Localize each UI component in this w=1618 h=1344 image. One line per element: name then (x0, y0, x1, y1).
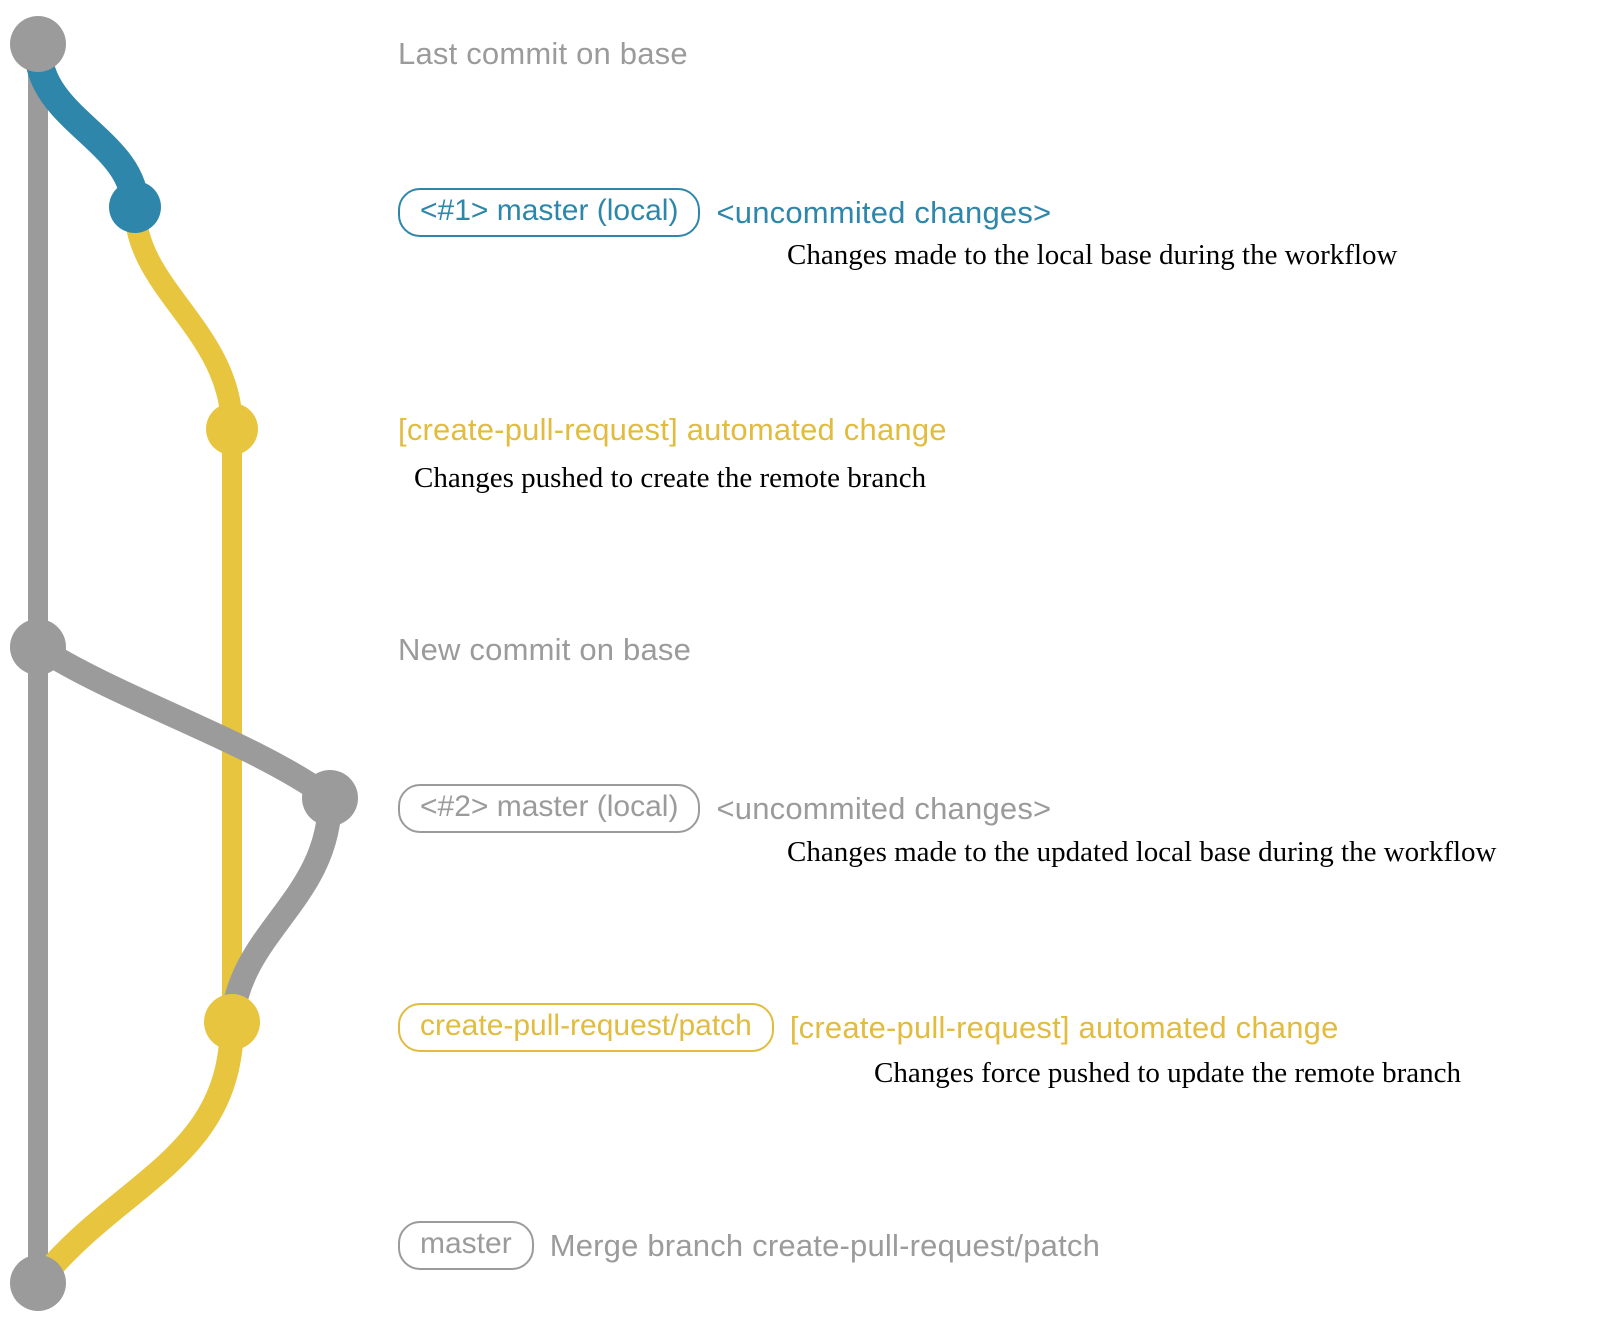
commit-node-merge-master[interactable] (10, 1255, 66, 1311)
commit-node-new-base[interactable] (10, 619, 66, 675)
commit-description-master-local-1: Changes made to the local base during th… (787, 239, 1398, 271)
commit-subject-last-commit-on-base: Last commit on base (398, 36, 688, 71)
commit-node-last-base[interactable] (10, 16, 66, 72)
commit-node-automated-1[interactable] (206, 403, 258, 455)
gray-branch-line-to-patch (220, 786, 342, 1034)
row-master-local-1: <#1> master (local) <uncommited changes> (398, 188, 1051, 237)
commit-subject-master-local-2: <uncommited changes> (716, 790, 1052, 826)
row-automated-change-1: [create-pull-request] automated change (398, 412, 947, 448)
branch-badge-create-pull-request-patch[interactable]: create-pull-request/patch (398, 1003, 774, 1052)
commit-node-local-2[interactable] (302, 770, 358, 826)
commit-subject-new-commit-on-base: New commit on base (398, 632, 692, 667)
branch-badge-master-local-1[interactable]: <#1> master (local) (398, 188, 701, 237)
row-automated-change-2: create-pull-request/patch [create-pull-r… (398, 1003, 1339, 1052)
commit-subject-merge-commit: Merge branch create-pull-request/patch (549, 1227, 1101, 1263)
yellow-branch-line-1 (124, 196, 243, 440)
row-last-commit-on-base: Last commit on base (398, 36, 688, 72)
commit-subject-automated-change-1: [create-pull-request] automated change (398, 412, 947, 447)
yellow-merge-line (26, 1010, 244, 1295)
row-merge-commit: master Merge branch create-pull-request/… (398, 1221, 1100, 1270)
row-master-local-2: <#2> master (local) <uncommited changes> (398, 784, 1051, 833)
commit-description-automated-change-1: Changes pushed to create the remote bran… (414, 462, 927, 494)
commit-node-automated-2[interactable] (204, 994, 260, 1050)
gray-branch-line-to-local2 (26, 635, 342, 810)
branch-badge-master-local-2[interactable]: <#2> master (local) (398, 784, 701, 833)
git-graph (10, 16, 358, 1311)
row-new-commit-on-base: New commit on base (398, 632, 691, 668)
commit-description-master-local-2: Changes made to the updated local base d… (787, 836, 1497, 868)
commit-description-automated-change-2: Changes force pushed to update the remot… (874, 1057, 1462, 1089)
branch-badge-master[interactable]: master (398, 1221, 534, 1270)
commit-node-local-1[interactable] (109, 181, 161, 233)
commit-subject-automated-change-2: [create-pull-request] automated change (789, 1009, 1339, 1045)
commit-subject-master-local-1: <uncommited changes> (716, 194, 1052, 230)
